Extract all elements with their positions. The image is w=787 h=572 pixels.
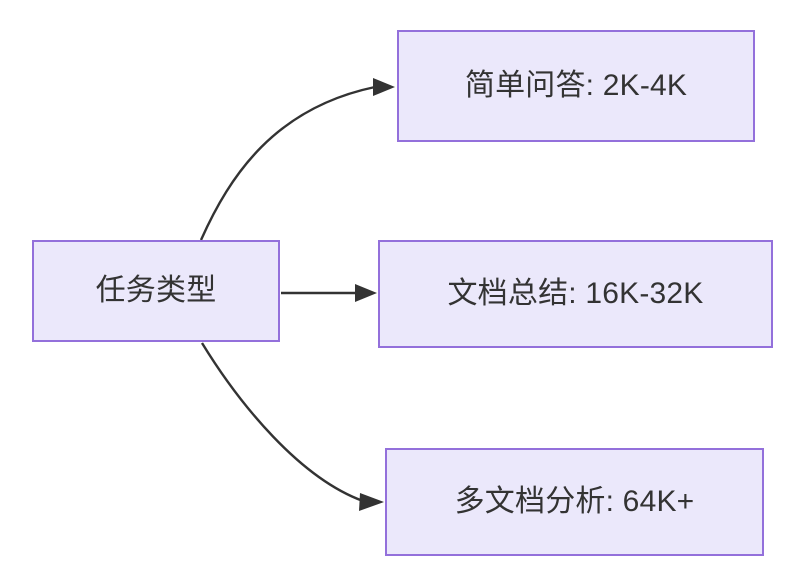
node-task-type-label: 任务类型 [95, 274, 217, 307]
node-simple-qa-label: 简单问答: 2K-4K [464, 69, 688, 102]
edge-root-to-multi-doc [200, 342, 384, 511]
node-doc-summary[interactable]: 文档总结: 16K-32K [378, 240, 773, 348]
node-multi-doc-label: 多文档分析: 64K+ [454, 485, 695, 518]
node-multi-doc[interactable]: 多文档分析: 64K+ [385, 448, 764, 556]
node-simple-qa[interactable]: 简单问答: 2K-4K [397, 30, 755, 142]
edge-root-to-doc-summary [281, 284, 377, 302]
edge-root-to-simple-qa [199, 78, 395, 241]
arrowhead-icon [373, 78, 395, 96]
arrowhead-icon [355, 284, 377, 302]
node-task-type[interactable]: 任务类型 [32, 240, 280, 342]
node-doc-summary-label: 文档总结: 16K-32K [447, 277, 704, 310]
arrowhead-icon [359, 493, 384, 511]
